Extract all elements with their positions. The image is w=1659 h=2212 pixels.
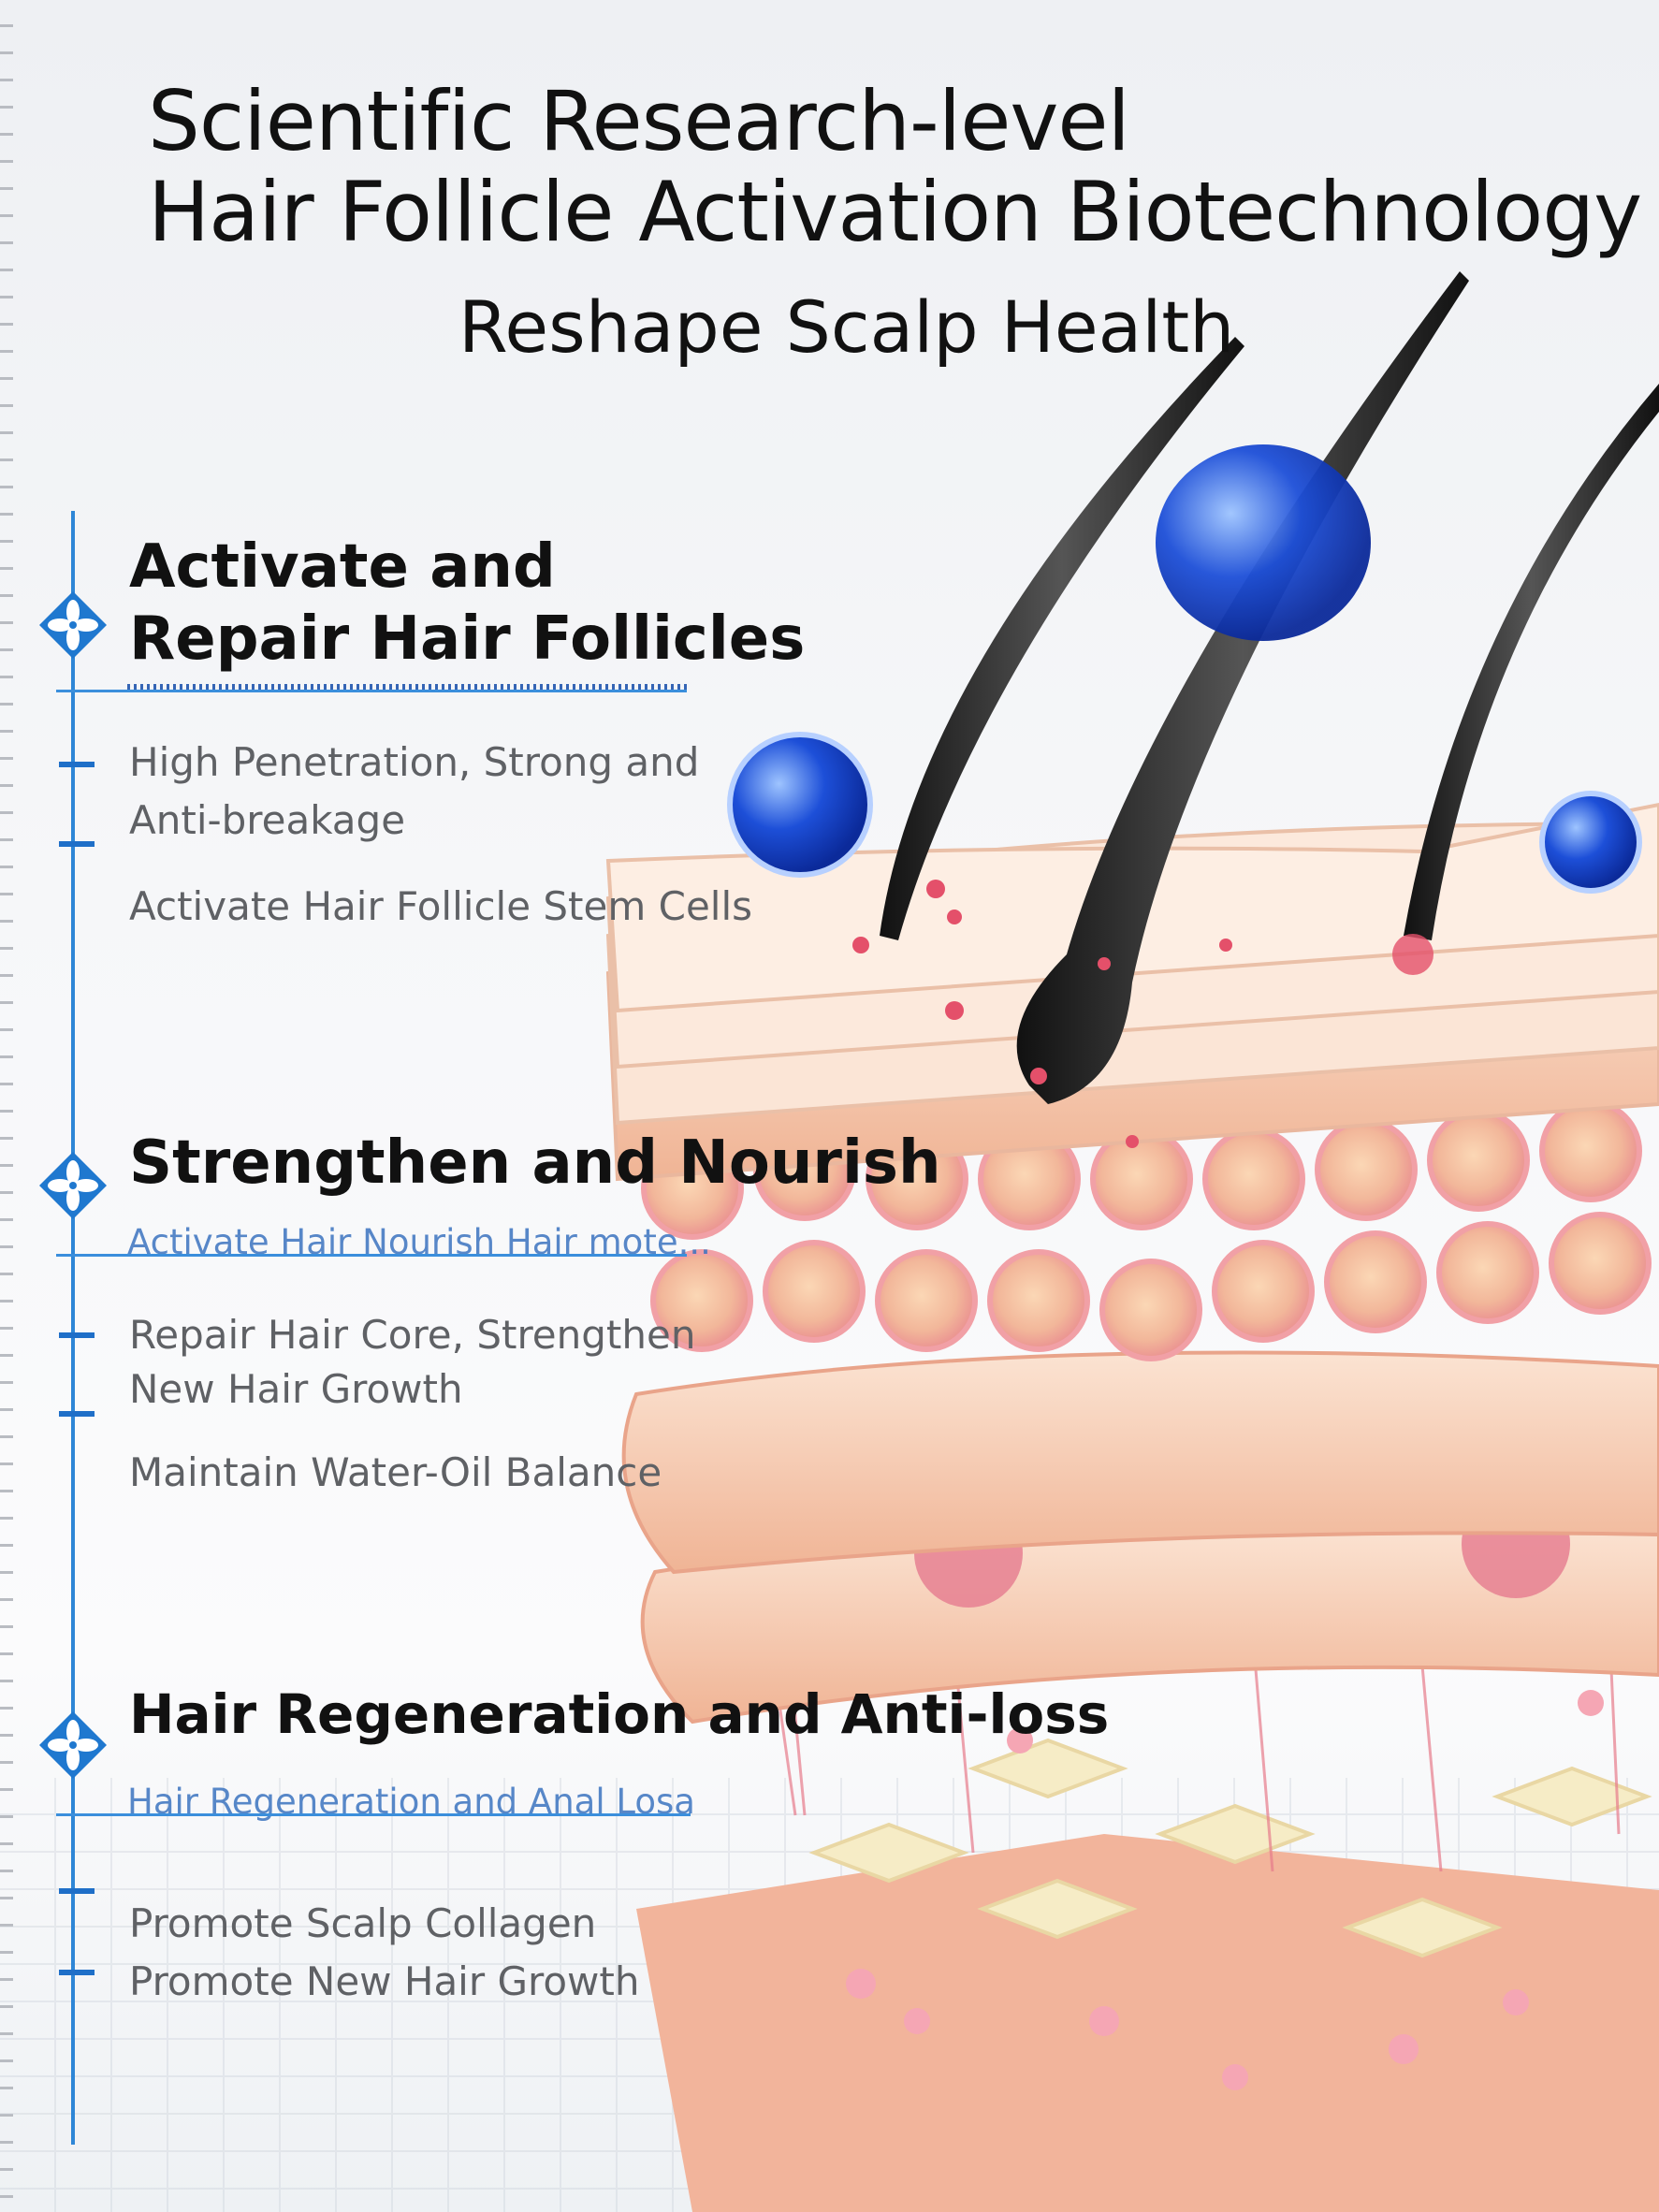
bullet-text: Anti-breakage xyxy=(129,797,406,843)
diamond-flower-icon xyxy=(39,1711,107,1779)
timeline-tick xyxy=(59,1888,95,1894)
scalp-layers-illustration xyxy=(605,271,1659,2212)
bullet-text: Promote New Hair Growth xyxy=(129,1958,640,2004)
dotted-underline xyxy=(127,684,687,690)
bullet-text: Promote Scalp Collagen xyxy=(129,1900,597,1946)
page-title-line2: Hair Follicle Activation Biotechnology xyxy=(148,164,1642,260)
diamond-flower-icon xyxy=(39,591,107,659)
section-heading: Strengthen and Nourish xyxy=(129,1128,941,1198)
timeline-tick xyxy=(59,1411,95,1417)
bullet-text: Repair Hair Core, Strengthen xyxy=(129,1312,696,1358)
section-divider xyxy=(56,1813,691,1816)
timeline-tick xyxy=(59,1970,95,1975)
page-subtitle: Reshape Scalp Health xyxy=(458,285,1235,369)
bullet-text: Activate Hair Follicle Stem Cells xyxy=(129,883,753,929)
section-divider xyxy=(56,690,687,692)
timeline-line xyxy=(71,511,75,2145)
timeline-tick xyxy=(59,841,95,847)
section-heading: Activate and xyxy=(129,532,556,602)
ruler-decoration xyxy=(0,0,13,2212)
bullet-text: New Hair Growth xyxy=(129,1366,463,1412)
section-heading: Hair Regeneration and Anti-loss xyxy=(129,1682,1110,1746)
bullet-text: High Penetration, Strong and xyxy=(129,739,700,785)
bullet-text: Maintain Water-Oil Balance xyxy=(129,1449,662,1495)
section-divider xyxy=(56,1254,687,1257)
section-heading: Repair Hair Follicles xyxy=(129,604,806,674)
timeline-tick xyxy=(59,762,95,767)
page-title-line1: Scientific Research-level xyxy=(148,73,1130,169)
diamond-flower-icon xyxy=(39,1152,107,1219)
timeline-tick xyxy=(59,1332,95,1338)
